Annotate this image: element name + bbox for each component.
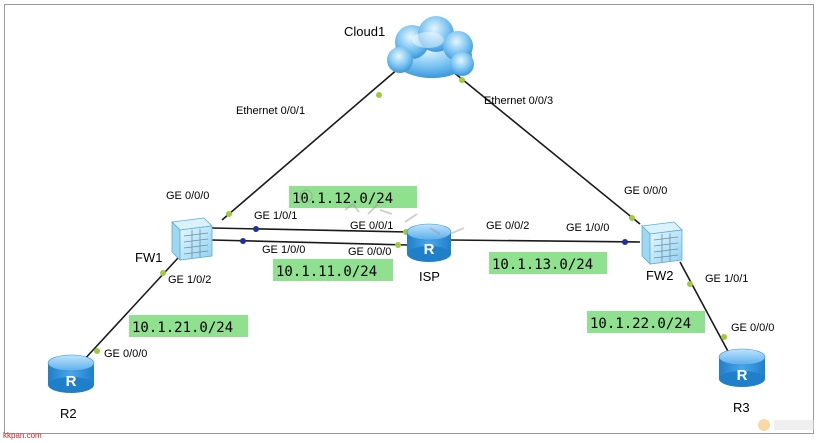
watermark-corner-text: kkpan.com: [3, 431, 42, 440]
watermarks: kkpan.com: [3, 189, 814, 440]
iface-fw1-ge-0-0-0: GE 0/0/0: [166, 190, 209, 202]
network-tag-10-1-21: 10.1.21.0/24: [129, 315, 248, 337]
port-dot-cloud-eth-0-0-1: [376, 92, 382, 98]
port-dot-fw1-ge-1-0-1: [253, 226, 259, 232]
iface-cloud-eth-0-0-3: Ethernet 0/0/3: [484, 95, 553, 107]
fw1-label: FW1: [135, 250, 162, 265]
network-tag-10-1-11: 10.1.11.0/24: [273, 259, 393, 281]
fw1-device[interactable]: FW1: [135, 217, 213, 265]
iface-fw1-ge-1-0-1: GE 1/0/1: [254, 210, 297, 222]
iface-isp-ge-0-0-2: GE 0/0/2: [486, 220, 529, 232]
cloud-icon: [387, 16, 474, 78]
r2-label: R2: [60, 406, 77, 421]
r3-device[interactable]: R R3: [718, 348, 766, 415]
iface-cloud-eth-0-0-1: Ethernet 0/0/1: [236, 105, 305, 117]
fw2-label: FW2: [646, 268, 673, 283]
firewall-icon: [641, 221, 683, 265]
port-dot-cloud-eth-0-0-3: [459, 77, 465, 83]
diagram-frame: [4, 4, 814, 434]
network-label: 10.1.21.0/24: [132, 320, 233, 336]
router-letter: R: [424, 241, 435, 258]
iface-fw1-ge-1-0-0: GE 1/0/0: [262, 244, 305, 256]
watermark-logo-corner: [758, 419, 814, 431]
network-label: 10.1.13.0/24: [492, 257, 593, 273]
port-dot-fw1-ge-1-0-2: [160, 270, 166, 276]
network-tag-10-1-12: 10.1.12.0/24: [289, 186, 417, 208]
iface-r2-ge-0-0-0: GE 0/0/0: [104, 348, 147, 360]
link-isp-fw2[interactable]: [449, 239, 641, 243]
iface-fw2-ge-1-0-0: GE 1/0/0: [566, 222, 609, 234]
network-label: 10.1.12.0/24: [292, 191, 393, 207]
iface-fw1-ge-1-0-2: GE 1/0/2: [168, 274, 211, 286]
router-icon: R: [47, 354, 95, 393]
network-label: 10.1.11.0/24: [276, 264, 377, 280]
watermark-logo: [299, 189, 465, 235]
iface-isp-ge-0-0-1: GE 0/0/1: [350, 220, 393, 232]
link-cloud1-fw2[interactable]: [440, 61, 641, 225]
port-dot-fw2-ge-0-0-0: [629, 215, 635, 221]
iface-r3-ge-0-0-0: GE 0/0/0: [731, 322, 774, 334]
r3-label: R3: [733, 400, 750, 415]
link-fw1-isp-upper[interactable]: [211, 227, 409, 233]
router-letter: R: [66, 373, 77, 390]
firewall-icon: [171, 217, 213, 261]
isp-device[interactable]: R ISP: [406, 223, 452, 284]
cloud1-label: Cloud1: [344, 24, 385, 39]
fw2-device[interactable]: FW2: [641, 221, 683, 283]
isp-label: ISP: [419, 269, 440, 284]
router-icon: R: [406, 223, 452, 262]
port-dot-isp-ge-0-0-0: [395, 242, 401, 248]
network-tag-10-1-13: 10.1.13.0/24: [489, 252, 607, 274]
router-icon: R: [718, 348, 766, 387]
port-dot-r2-ge-0-0-0: [94, 348, 100, 354]
port-dot-fw1-ge-0-0-0: [226, 211, 232, 217]
link-fw1-cloud1[interactable]: [221, 67, 400, 221]
interface-labels: Ethernet 0/0/1 Ethernet 0/0/3 GE 0/0/0 G…: [104, 95, 774, 360]
iface-isp-ge-0-0-0: GE 0/0/0: [348, 246, 391, 258]
network-label: 10.1.22.0/24: [590, 316, 691, 332]
port-dot-fw2-ge-1-0-1: [687, 281, 693, 287]
port-dot-fw1-ge-1-0-0: [240, 238, 246, 244]
network-tag-10-1-22: 10.1.22.0/24: [587, 311, 705, 333]
router-letter: R: [737, 367, 748, 384]
iface-fw2-ge-1-0-1: GE 1/0/1: [705, 273, 748, 285]
link-fw2-r3[interactable]: [679, 261, 731, 356]
cloud1-device[interactable]: Cloud1: [344, 16, 474, 78]
r2-device[interactable]: R R2: [47, 354, 95, 421]
port-dot-r3-ge-0-0-0: [721, 334, 727, 340]
network-tags: 10.1.12.0/24 10.1.11.0/24 10.1.13.0/24 1…: [129, 186, 705, 337]
iface-fw2-ge-0-0-0: GE 0/0/0: [624, 185, 667, 197]
port-dot-fw2-ge-1-0-0: [622, 239, 628, 245]
